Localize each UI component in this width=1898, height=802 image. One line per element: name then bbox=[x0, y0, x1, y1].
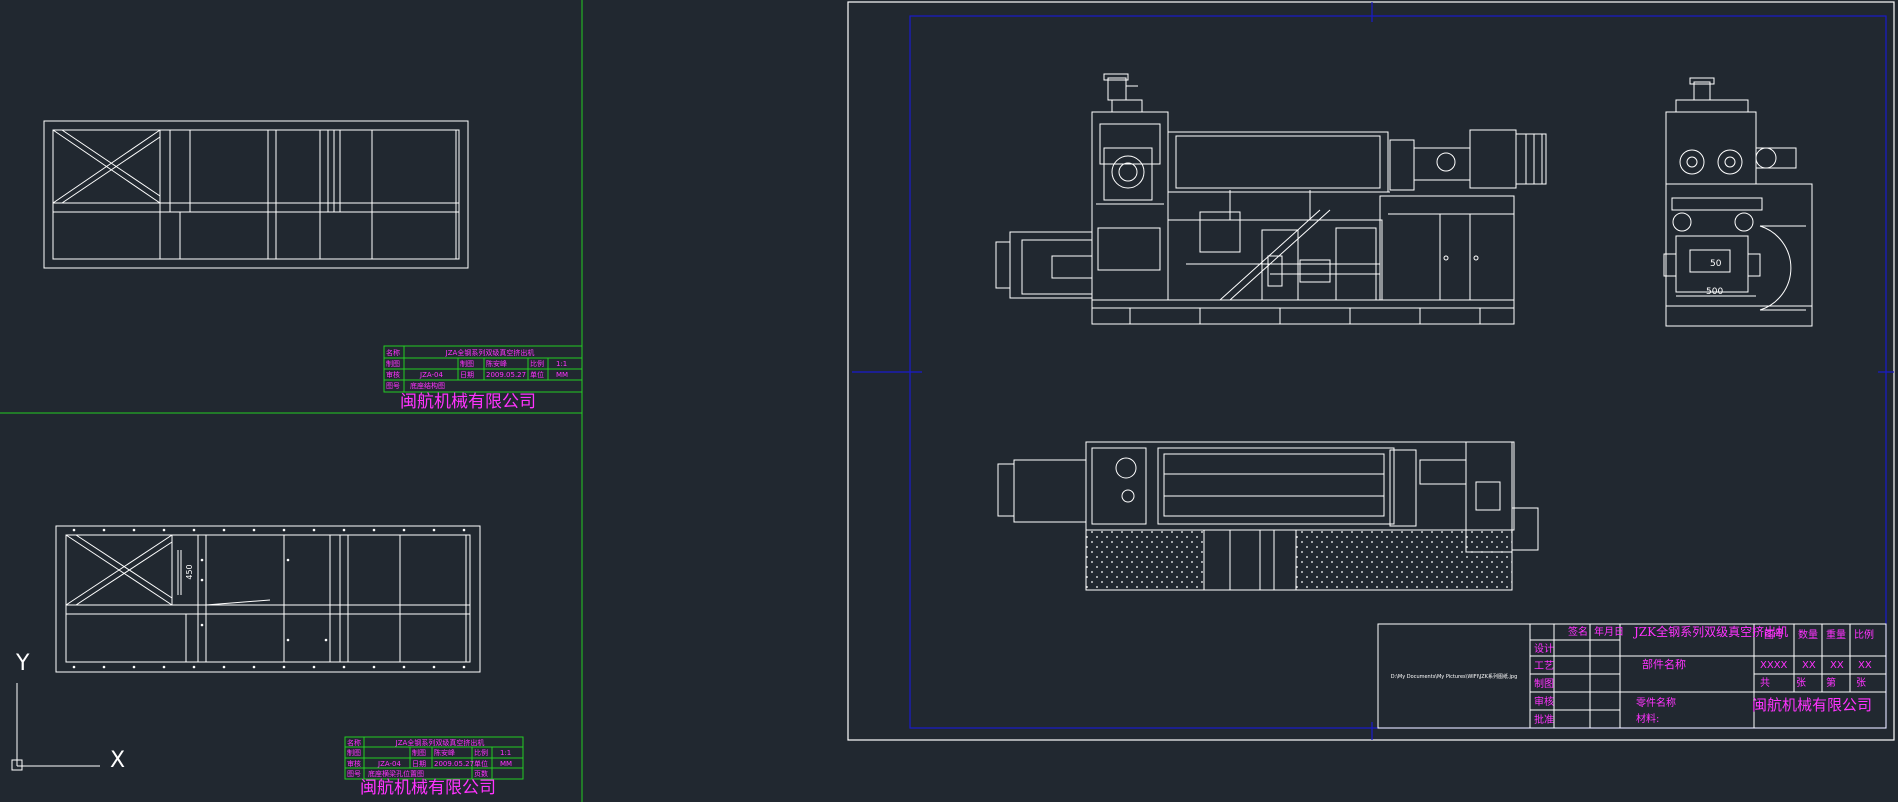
ucs-x-label: X bbox=[110, 748, 125, 773]
tb-value: XXXX bbox=[1760, 660, 1788, 671]
tb-bot-cell: 日期 bbox=[412, 760, 426, 768]
tb-bot-cell: 2009.05.27 bbox=[434, 760, 474, 768]
tb-top-cell: 单位 bbox=[530, 370, 544, 379]
dim-500: 500 bbox=[1706, 287, 1723, 297]
image-path-text: D:\My Documents\My Pictures\WIFI\JZK系列图纸… bbox=[1391, 673, 1518, 680]
title-block-top bbox=[383, 345, 583, 393]
tb-bot-cell: 比例 bbox=[474, 748, 488, 757]
side-view-dims: 50 500 bbox=[1706, 259, 1723, 297]
tb-sheet-label: 张 bbox=[1796, 677, 1806, 689]
title-block-top-text: 名称 JZA全钢系列双级真空挤出机 制图 制图 陈安峰 比例 1:1 审核 JZ… bbox=[386, 348, 568, 412]
tb-top-cell: 比例 bbox=[530, 359, 544, 368]
tb-main-row: 批准 bbox=[1534, 713, 1554, 726]
extruder-front-view[interactable] bbox=[995, 73, 1547, 325]
tb-bot-cell: 图号 bbox=[347, 770, 361, 778]
tb-top-cell: 2009.05.27 bbox=[486, 371, 526, 379]
dim-450-label: 450 bbox=[185, 564, 194, 579]
ucs-y-label: Y bbox=[15, 651, 30, 676]
tb-top-cell: 图号 bbox=[386, 382, 400, 390]
tb-top-cell: JZA-04 bbox=[419, 371, 443, 379]
tb-col-header: 比例 bbox=[1854, 628, 1874, 641]
tb-bot-r0c0: 名称 bbox=[347, 738, 361, 747]
company-name-bottom: 闽航机械有限公司 bbox=[360, 778, 496, 798]
tb-col-header: 数量 bbox=[1798, 628, 1818, 641]
main-title: JZK全钢系列双级真空挤出机 bbox=[1632, 624, 1788, 639]
tb-top-cell: 底座结构图 bbox=[410, 381, 445, 390]
part-name-label: 零件名称 bbox=[1636, 696, 1676, 709]
tb-top-cell: 陈安峰 bbox=[486, 359, 507, 368]
title-block-bottom bbox=[344, 736, 524, 780]
tb-main-row: 审核 bbox=[1534, 695, 1554, 708]
viewport-frames bbox=[0, 0, 583, 802]
tb-top-cell: 制图 bbox=[460, 359, 474, 368]
part-label: 部件名称 bbox=[1642, 657, 1686, 671]
material-label: 材料: bbox=[1636, 712, 1659, 725]
tb-value: XX bbox=[1858, 660, 1872, 671]
extruder-side-view[interactable] bbox=[1663, 77, 1813, 327]
frame-drawing-top[interactable] bbox=[43, 120, 469, 269]
plan-view-hatch bbox=[1085, 529, 1513, 591]
tb-bot-cell: JZA-04 bbox=[377, 760, 401, 768]
tb-sheet-label: 张 bbox=[1856, 677, 1866, 689]
tb-bot-cell: 单位 bbox=[474, 759, 488, 768]
tb-bot-cell: 制图 bbox=[347, 748, 361, 757]
tb-sheet-label: 第 bbox=[1826, 676, 1836, 689]
tb-top-title: JZA全钢系列双级真空挤出机 bbox=[445, 348, 535, 357]
tb-sheet-label: 共 bbox=[1760, 677, 1770, 689]
main-title-block-text: D:\My Documents\My Pictures\WIFI\JZK系列图纸… bbox=[1391, 624, 1874, 726]
extruder-plan-view[interactable] bbox=[997, 441, 1539, 553]
main-title-block-grid bbox=[1377, 623, 1887, 729]
dimension-450: 450 bbox=[180, 550, 194, 595]
tb-bottom-title: JZA全钢系列双级真空挤出机 bbox=[395, 738, 485, 747]
company-name-top: 闽航机械有限公司 bbox=[400, 392, 536, 412]
tb-bot-cell: 制图 bbox=[412, 748, 426, 757]
tb-main-row: 工艺 bbox=[1534, 660, 1554, 672]
tb-bot-cell: 1:1 bbox=[500, 749, 511, 757]
tb-value: XX bbox=[1830, 660, 1844, 671]
dim-50: 50 bbox=[1710, 259, 1722, 269]
tb-value: XX bbox=[1802, 660, 1816, 671]
tb-main-row: 制图 bbox=[1534, 677, 1554, 690]
tb-bot-cell: 底座横梁孔位置图 bbox=[368, 769, 424, 778]
frame-drawing-bottom[interactable] bbox=[55, 525, 481, 673]
tb-bot-cell: 页数 bbox=[474, 769, 488, 778]
tb-top-cell: 日期 bbox=[460, 371, 474, 379]
tb-bot-cell: MM bbox=[500, 760, 512, 768]
tb-bot-cell: 审核 bbox=[347, 759, 361, 768]
tb-main-row: 设计 bbox=[1534, 642, 1554, 655]
ucs-icon bbox=[11, 683, 100, 771]
tb-top-cell: 制图 bbox=[386, 359, 400, 368]
tb-top-cell: MM bbox=[556, 371, 568, 379]
frame-bottom-holes bbox=[72, 528, 466, 669]
tb-top-cell: 审核 bbox=[386, 370, 400, 379]
title-block-bottom-text: 名称 JZA全钢系列双级真空挤出机 制图 制图 陈安峰 比例 1:1 审核 JZ… bbox=[347, 738, 512, 798]
tb-top-cell: 1:1 bbox=[556, 360, 567, 368]
company-name-main: 闽航机械有限公司 bbox=[1752, 696, 1872, 714]
tb-col-header: 重量 bbox=[1826, 628, 1846, 641]
tb-bot-cell: 陈安峰 bbox=[434, 748, 455, 757]
tb-col-header: 图号 bbox=[1764, 629, 1784, 641]
tb-main-header: 年月日 bbox=[1594, 625, 1624, 638]
tb-top-r0c0: 名称 bbox=[386, 348, 400, 357]
tb-main-header: 签名 bbox=[1568, 625, 1588, 638]
